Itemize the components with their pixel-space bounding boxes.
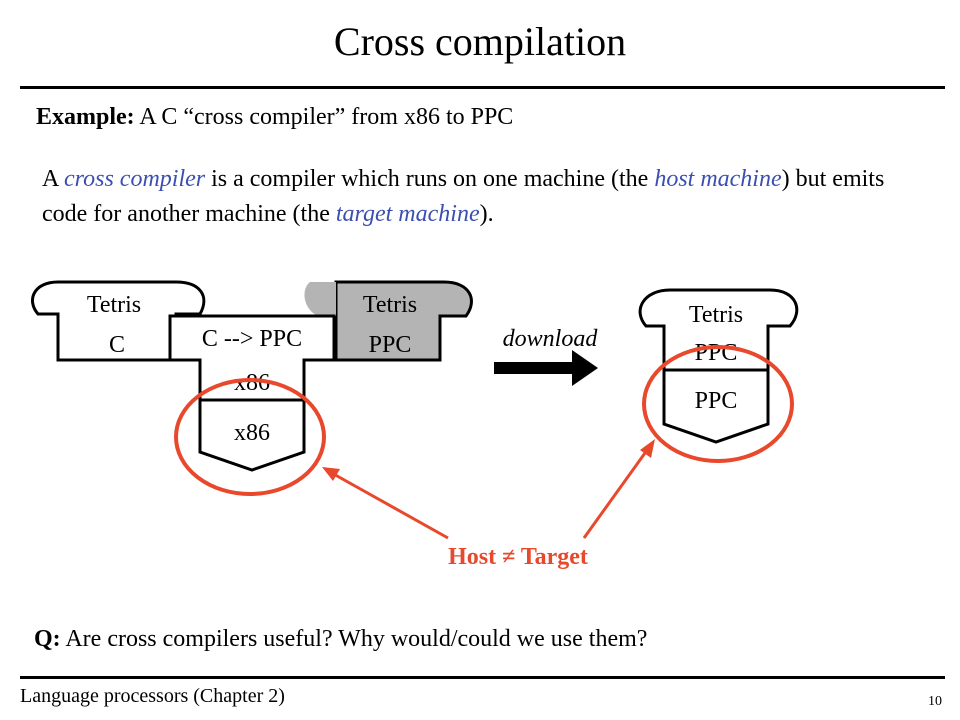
page-number: 10 (928, 694, 942, 709)
download-label: download (503, 326, 599, 352)
example-line: Example: A C “cross compiler” from x86 t… (36, 104, 513, 131)
question-label: Q: (34, 626, 61, 652)
source-program-name: Tetris (87, 292, 141, 318)
target-highlight-circle (642, 345, 794, 463)
downloaded-program-name: Tetris (689, 302, 743, 328)
term-cross-compiler: cross compiler (64, 166, 206, 192)
callout-label: Host ≠ Target (448, 544, 588, 570)
callout-arrow-host-head (322, 467, 340, 481)
output-program-fill (334, 280, 473, 362)
output-program-language: PPC (369, 332, 412, 358)
downloaded-program-language: PPC (695, 340, 738, 366)
translator-label: C --> PPC (202, 326, 302, 352)
source-program-language: C (109, 332, 125, 358)
term-host-machine: host machine (654, 166, 782, 192)
downloaded-program-shape: Tetris PPC (638, 288, 799, 372)
definition-text-1: A (42, 166, 65, 192)
output-program-name: Tetris (363, 292, 417, 318)
title-rule (20, 86, 945, 89)
target-machine-shape: PPC (662, 368, 770, 444)
output-program-shape: Tetris PPC (304, 280, 473, 362)
question-text: Are cross compilers useful? Why would/co… (60, 626, 648, 652)
footer-rule (20, 676, 945, 679)
host-highlight-circle (174, 378, 326, 496)
source-program-shape: Tetris C (31, 280, 206, 362)
definition-text-3: ) but emits code for another machine (th… (42, 166, 885, 227)
footer-course: Language processors (Chapter 2) (20, 685, 285, 707)
host-machine-label: x86 (234, 420, 270, 446)
callout-arrow-target (582, 445, 652, 539)
example-text: A C “cross compiler” from x86 to PPC (134, 104, 514, 130)
output-program-ear (304, 282, 336, 316)
translator-implementation: x86 (234, 370, 270, 396)
download-arrow: download (494, 326, 598, 386)
callout-arrow-target-head (640, 439, 655, 458)
question-line: Q: Are cross compilers useful? Why would… (34, 626, 647, 653)
definition-text-2: is a compiler which runs on one machine … (205, 166, 655, 192)
example-label: Example: (36, 104, 135, 130)
definition-text-4: ). (479, 201, 494, 227)
callout-arrows (322, 439, 655, 540)
host-machine-shape: x86 (198, 398, 306, 472)
translator-shape: C --> PPC x86 (168, 314, 336, 402)
slide-title: Cross compilation (333, 19, 627, 64)
callout-arrow-host (329, 470, 449, 540)
definition-paragraph: A cross compiler is a compiler which run… (42, 162, 922, 232)
term-target-machine: target machine (335, 201, 480, 227)
target-machine-label: PPC (695, 388, 738, 414)
